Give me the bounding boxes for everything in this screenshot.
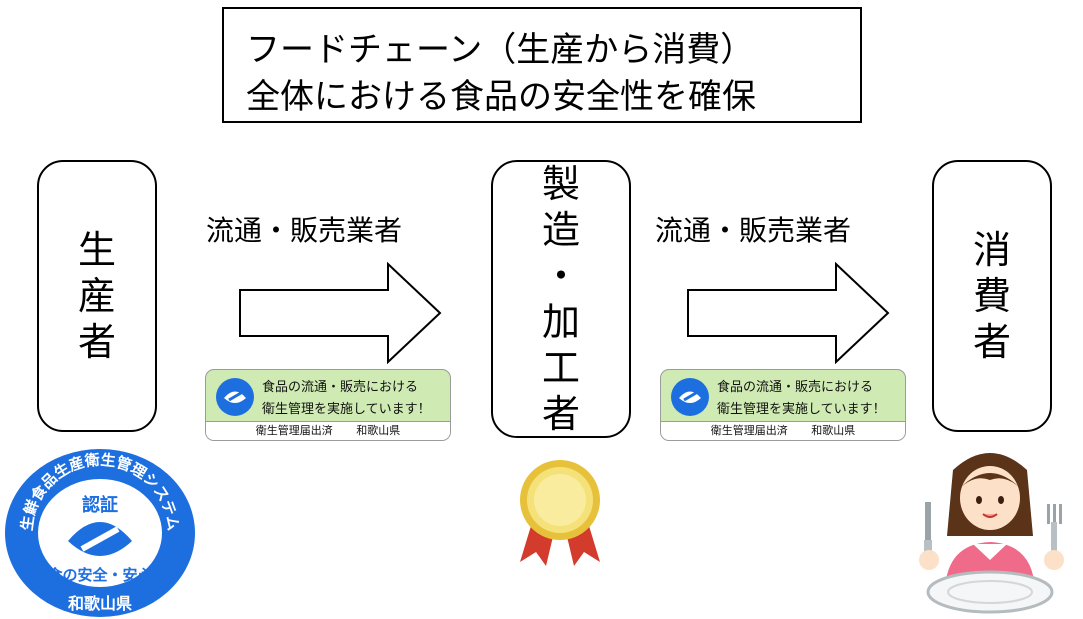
hygiene-certificate-badge: 食品の流通・販売における 衛生管理を実施しています！ 衛生管理届出済 和歌山県 (660, 369, 906, 441)
wakayama-food-safety-logo-icon (671, 378, 709, 416)
certificate-footer-right: 和歌山県 (811, 424, 856, 437)
certification-seal-icon: 生鮮食品生産衛生管理システム 認証 食の安全・安心 和歌山県 (5, 449, 195, 617)
consumer-char: 者 (972, 320, 1011, 364)
consumer-char: 費 (972, 274, 1011, 318)
certificate-line-2: 衛生管理を実施しています！ (717, 402, 886, 417)
certificate-line-2: 衛生管理を実施しています！ (262, 402, 431, 417)
manufacturer-box: 製 造 ・ 加 工 者 (491, 160, 631, 438)
flow-label-1: 流通・販売業者 (206, 214, 403, 247)
seal-center-label: 認証 (82, 494, 118, 516)
manufacturer-char: 者 (541, 392, 580, 436)
manufacturer-char: 工 (541, 346, 580, 390)
gold-medal-icon (520, 460, 600, 566)
manufacturer-char: 加 (541, 300, 580, 344)
certificate-footer: 衛生管理届出済 和歌山県 (661, 421, 905, 440)
certificate-footer-right: 和歌山県 (356, 424, 401, 437)
certificate-footer-left: 衛生管理届出済 (255, 424, 333, 437)
producer-char: 産 (77, 274, 116, 318)
producer-char: 者 (77, 320, 116, 364)
certificate-line-1: 食品の流通・販売における (262, 380, 419, 395)
certificate-line-1: 食品の流通・販売における (717, 380, 874, 395)
hygiene-certificate-badge: 食品の流通・販売における 衛生管理を実施しています！ 衛生管理届出済 和歌山県 (205, 369, 451, 441)
manufacturer-char: 造 (541, 208, 580, 252)
flow-arrow-2 (687, 262, 890, 364)
certificate-footer: 衛生管理届出済 和歌山県 (206, 421, 450, 440)
consumer-box: 消 費 者 (932, 160, 1052, 432)
consumer-char: 消 (972, 228, 1011, 272)
title-line-2: 全体における食品の安全性を確保 (246, 77, 756, 117)
certificate-footer-left: 衛生管理届出済 (710, 424, 788, 437)
producer-char: 生 (77, 228, 116, 272)
flow-label-2: 流通・販売業者 (655, 214, 852, 247)
title-line-1: フードチェーン（生産から消費） (246, 30, 755, 70)
producer-box: 生 産 者 (37, 160, 157, 432)
flow-arrow-1 (239, 262, 442, 364)
seal-prefecture: 和歌山県 (68, 594, 132, 613)
manufacturer-char: 製 (541, 162, 580, 206)
wakayama-food-safety-logo-icon (216, 378, 254, 416)
title-box: フードチェーン（生産から消費） 全体における食品の安全性を確保 (222, 7, 862, 123)
manufacturer-char: ・ (541, 254, 580, 298)
woman-with-knife-fork-icon (919, 453, 1064, 614)
seal-bottom-text: 食の安全・安心 (47, 566, 152, 584)
